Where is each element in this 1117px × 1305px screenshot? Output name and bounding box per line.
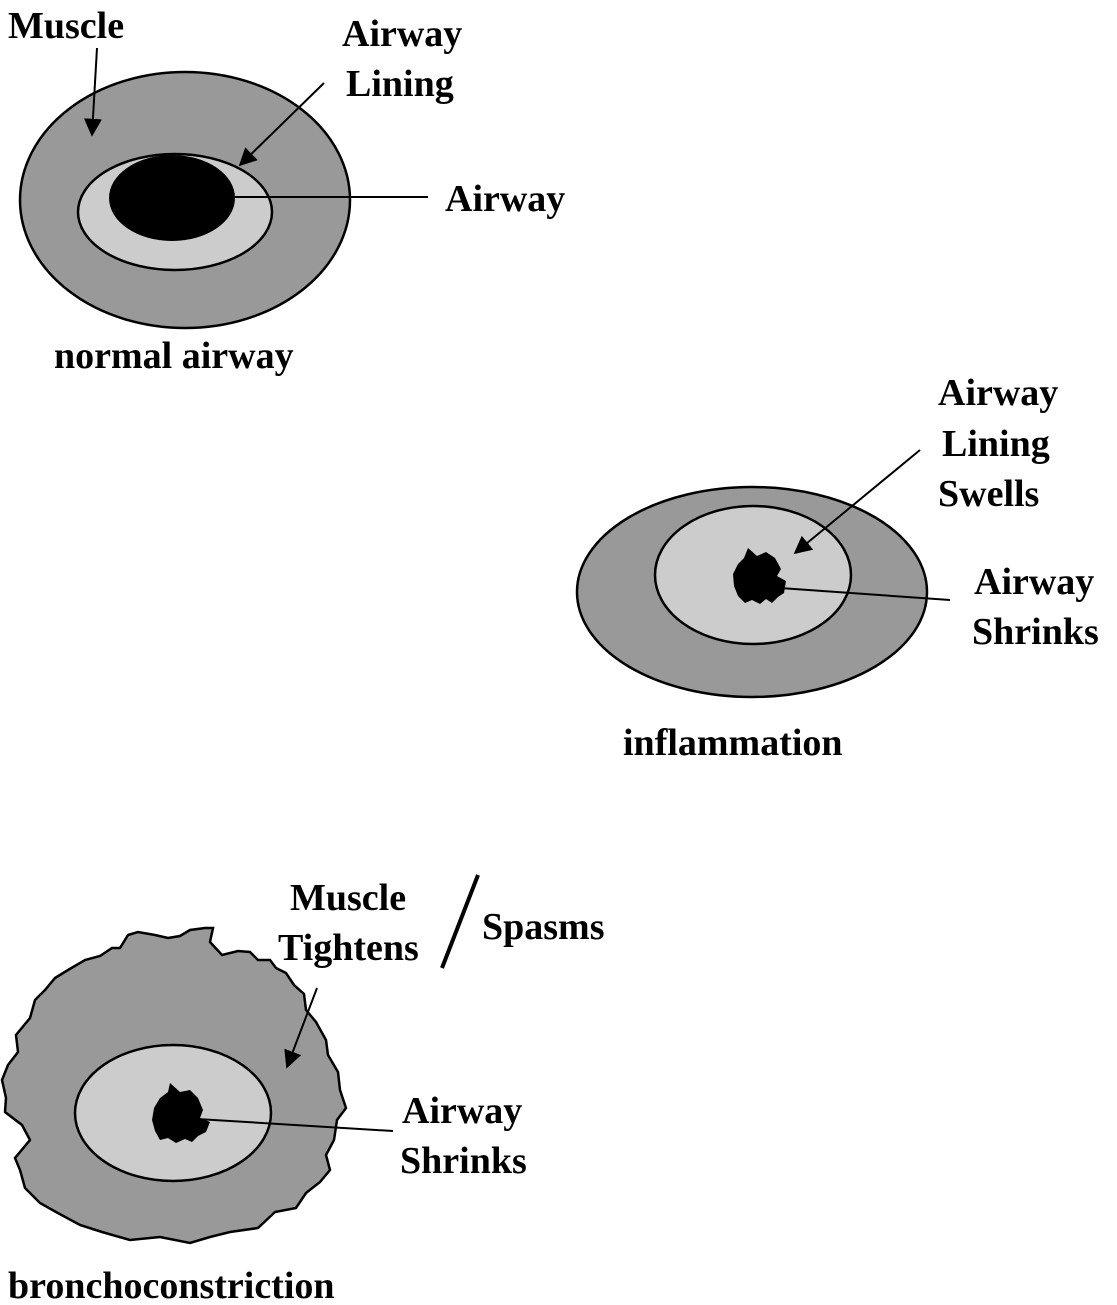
- normal-airway-lumen: [109, 155, 235, 241]
- inflammation-airway-label-line1: Airway: [974, 561, 1094, 603]
- bronchoconstriction-airway-label-line1: Airway: [402, 1090, 522, 1132]
- normal-airway-panel: Muscle Airway Lining Airway normal airwa…: [8, 5, 565, 377]
- inflammation-caption: inflammation: [623, 722, 843, 764]
- inflammation-lining-label-line1: Airway: [938, 372, 1058, 414]
- bronchoconstriction-airway-label-line2: Shrinks: [400, 1140, 527, 1182]
- inflammation-lining-label-line2: Lining: [942, 423, 1050, 465]
- bronchoconstriction-muscle-label-line2: Tightens: [278, 927, 419, 969]
- normal-lining-label-line1: Airway: [342, 13, 462, 55]
- normal-airway-label: Airway: [445, 178, 565, 220]
- inflammation-lining-label-line3: Swells: [938, 473, 1039, 515]
- bronchoconstriction-spasms-label: Spasms: [482, 906, 605, 948]
- normal-lining-label-line2: Lining: [346, 63, 454, 105]
- normal-airway-caption: normal airway: [54, 335, 294, 377]
- bronchoconstriction-caption: bronchoconstriction: [8, 1265, 335, 1305]
- inflammation-panel: Airway Lining Swells Airway Shrinks infl…: [577, 372, 1099, 764]
- bronchoconstriction-panel: Muscle Tightens Spasms Airway Shrinks br…: [2, 875, 605, 1305]
- inflammation-airway-label-line2: Shrinks: [972, 611, 1099, 653]
- normal-muscle-label: Muscle: [8, 5, 124, 47]
- muscle-spasms-divider: [442, 875, 478, 968]
- bronchoconstriction-muscle-label-line1: Muscle: [290, 877, 406, 919]
